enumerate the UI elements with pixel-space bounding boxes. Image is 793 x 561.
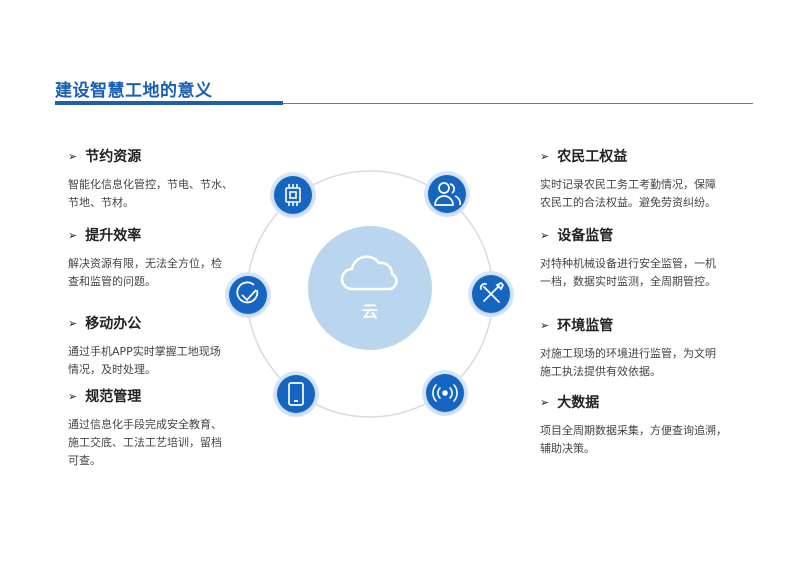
feature-heading: 规范管理 [85,389,142,405]
arrow-icon: ➢ [540,228,550,242]
node-signal [422,370,468,416]
arrow-icon: ➢ [540,149,550,163]
check-circle-icon [236,281,259,304]
feature-right-3: ➢ 环境监管 对施工现场的环境进行监管，为文明 施工执法提供有效依据。 [540,315,750,381]
feature-heading: 设备监管 [557,228,614,244]
feature-heading: 移动办公 [85,316,142,332]
feature-description: 智能化信息化管控，节电、节水、 节地、节材。 [68,178,233,209]
arrow-icon: ➢ [540,395,550,409]
cloud-icon [340,255,398,291]
node-phone [273,371,319,417]
feature-left-3: ➢ 移动办公 通过手机APP实时掌握工地现场 情况，及时处理。 [68,313,253,379]
phone-icon [288,382,304,406]
feature-description: 对施工现场的环境进行监管，为文明 施工执法提供有效依据。 [540,347,716,378]
feature-description: 通过手机APP实时掌握工地现场 情况，及时处理。 [68,345,221,376]
arrow-icon: ➢ [68,228,78,242]
feature-heading: 大数据 [557,395,600,411]
arrow-icon: ➢ [68,149,78,163]
feature-right-2: ➢ 设备监管 对特种机械设备进行安全监管，一机 一档，数据实时监测，全周期管控。 [540,225,750,291]
arrow-icon: ➢ [68,389,78,403]
users-icon [434,182,461,206]
title-divider-accent [55,101,283,105]
tools-icon [479,281,505,303]
feature-description: 解决资源有限，无法全方位，检 查和监管的问题。 [68,257,222,288]
feature-left-2: ➢ 提升效率 解决资源有限，无法全方位，检 查和监管的问题。 [68,225,253,291]
page-title: 建设智慧工地的意义 [55,81,213,101]
signal-icon [432,384,458,402]
feature-heading: 节约资源 [85,149,142,165]
title-divider [55,103,753,104]
arrow-icon: ➢ [68,316,78,330]
feature-description: 项目全周期数据采集，方便查询追溯， 辅助决策。 [540,424,727,455]
arrow-icon: ➢ [540,318,550,332]
feature-heading: 提升效率 [85,228,142,244]
node-tools [468,271,514,317]
feature-description: 通过信息化手段完成安全教育、 施工交底、工法工艺培训，留档 可查。 [68,418,222,467]
center-hub: 云 [308,226,432,350]
node-users [424,171,470,217]
feature-heading: 环境监管 [557,318,614,334]
feature-description: 实时记录农民工务工考勤情况，保障 农民工的合法权益。避免劳资纠纷。 [540,178,716,209]
feature-left-1: ➢ 节约资源 智能化信息化管控，节电、节水、 节地、节材。 [68,146,253,212]
node-check [225,272,271,318]
feature-right-1: ➢ 农民工权益 实时记录农民工务工考勤情况，保障 农民工的合法权益。避免劳资纠纷。 [540,146,750,212]
feature-left-4: ➢ 规范管理 通过信息化手段完成安全教育、 施工交底、工法工艺培训，留档 可查。 [68,386,253,470]
center-label: 云 [362,302,378,321]
feature-right-4: ➢ 大数据 项目全周期数据采集，方便查询追溯， 辅助决策。 [540,392,750,458]
node-chip [270,172,316,218]
chip-icon [285,184,301,206]
feature-heading: 农民工权益 [557,149,628,165]
feature-description: 对特种机械设备进行安全监管，一机 一档，数据实时监测，全周期管控。 [540,257,716,288]
